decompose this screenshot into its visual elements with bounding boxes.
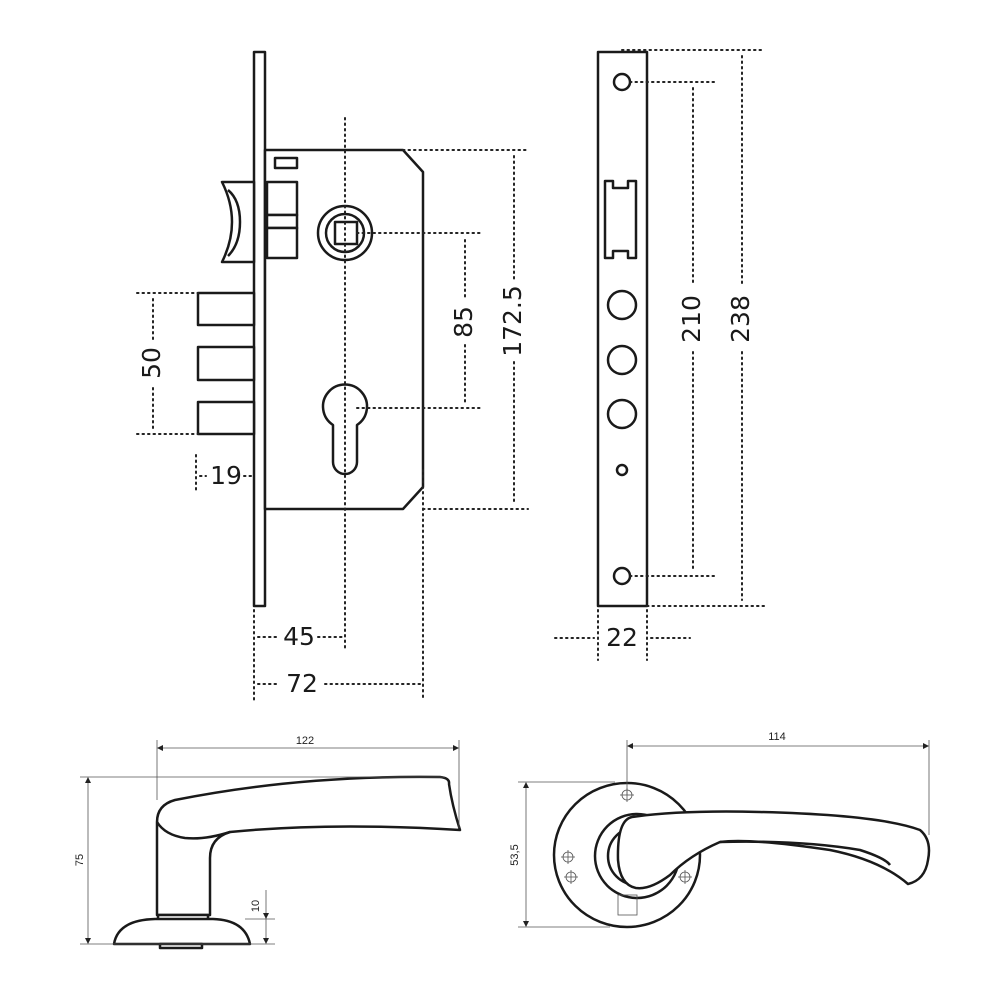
latch-opening xyxy=(603,179,638,260)
dim-backset: 45 xyxy=(283,622,315,651)
deadbolt xyxy=(196,400,256,436)
handle-rosette-side xyxy=(112,917,252,946)
faceplate-front xyxy=(596,50,649,608)
faceplate-side xyxy=(252,50,267,608)
handle-front-view: 114 53,5 xyxy=(509,731,931,929)
dim-hole-spacing: 210 xyxy=(677,295,706,343)
spindle-square-front xyxy=(617,894,638,916)
handle-lever-front xyxy=(616,810,931,890)
dim-handle-height: 75 xyxy=(74,854,86,866)
deadbolt xyxy=(196,345,256,382)
latch-tab xyxy=(265,180,299,217)
dim-body-depth: 72 xyxy=(286,669,318,698)
handle-lever-curve xyxy=(719,840,892,866)
dim-rosette-height: 10 xyxy=(250,900,262,912)
handle-side-view: 122 75 10 xyxy=(74,735,462,950)
dim-faceplate-length: 238 xyxy=(726,295,755,343)
bolt-hole xyxy=(606,398,638,430)
handle-lever-edge xyxy=(155,821,231,840)
latch-bolt xyxy=(220,180,256,264)
latch-tab xyxy=(265,226,299,260)
handle-lever-side xyxy=(155,775,462,917)
dim-faceplate-width: 22 xyxy=(606,623,638,652)
dim-bolt-projection: 19 xyxy=(210,461,242,490)
dim-rosette-diameter: 53,5 xyxy=(509,844,521,865)
latch-tab xyxy=(265,213,299,230)
dim-center-distance: 85 xyxy=(449,306,478,338)
deadbolt xyxy=(196,291,256,327)
dim-bolt-spacing: 50 xyxy=(137,347,166,379)
handle-spindle-stub xyxy=(158,942,204,950)
small-hole xyxy=(615,463,629,477)
small-slot xyxy=(273,156,299,170)
lock-front-view: 22 210 238 xyxy=(554,49,766,661)
dim-handle-front-length: 114 xyxy=(768,731,786,743)
bolt-hole xyxy=(606,344,638,376)
bolt-hole xyxy=(606,289,638,321)
dim-handle-length: 122 xyxy=(296,735,314,747)
latch-curve xyxy=(227,189,242,257)
cylinder-keyhole xyxy=(321,383,369,476)
dim-body-height: 172.5 xyxy=(498,285,527,357)
lock-side-view: 50 19 45 72 85 172.5 xyxy=(136,50,529,701)
spindle-square xyxy=(333,220,359,246)
